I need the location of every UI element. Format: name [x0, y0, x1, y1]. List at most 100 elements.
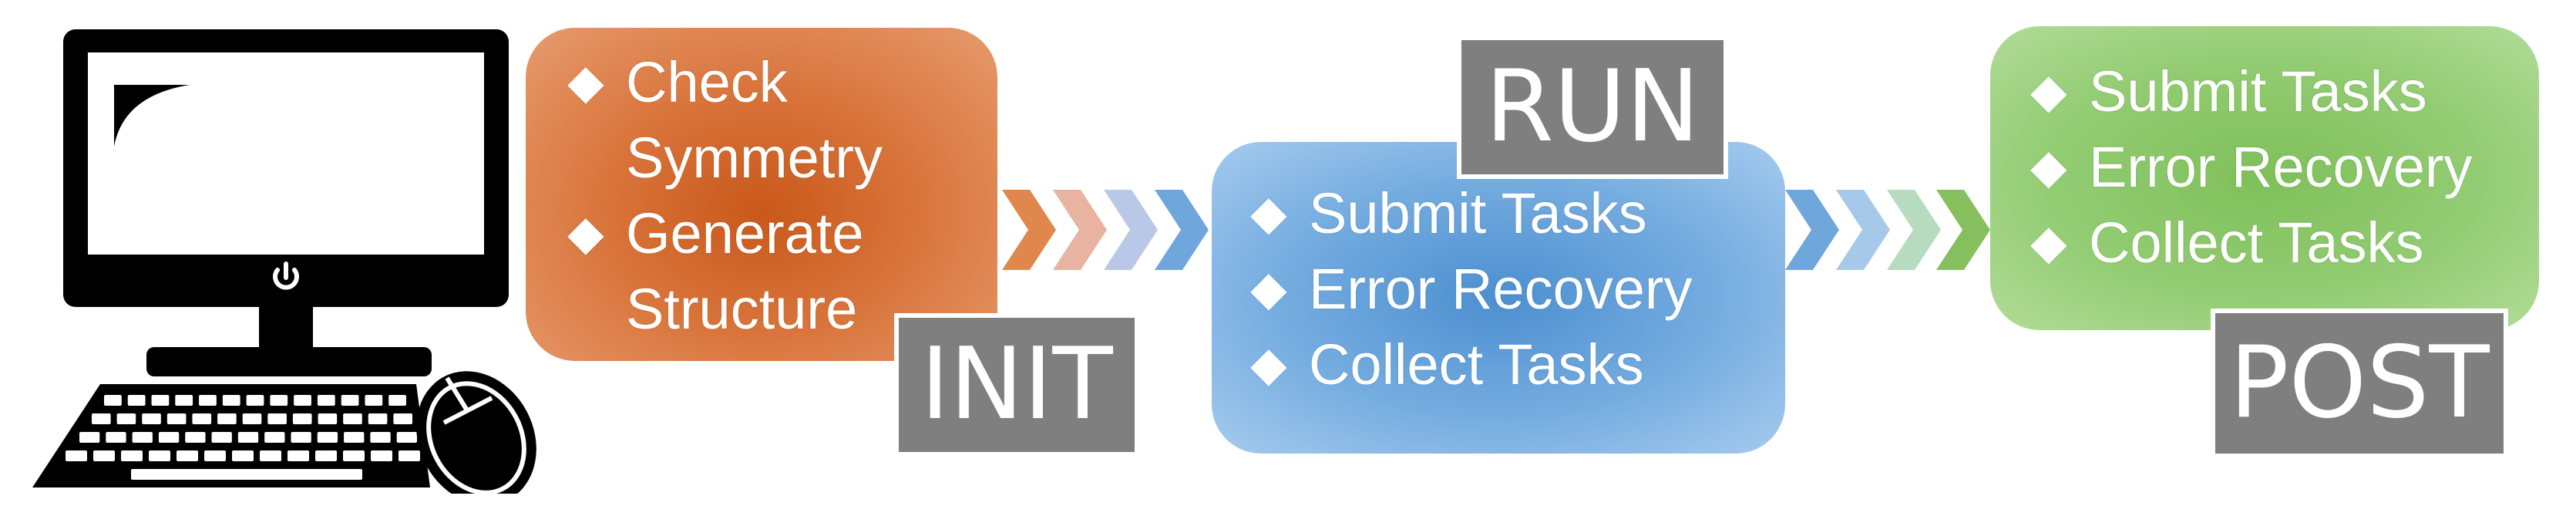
monitor-icon — [63, 29, 509, 376]
keyboard-key — [106, 432, 126, 443]
keyboard-key — [288, 450, 309, 461]
keyboard-key — [368, 413, 388, 424]
keyboard-key — [341, 395, 359, 406]
keyboard-key — [317, 395, 335, 406]
keyboard-key — [393, 413, 412, 424]
keyboard-key — [388, 395, 406, 406]
chevron-arrow-icon — [1785, 190, 1839, 270]
init-item: ◆ Check Symmetry — [567, 45, 999, 196]
keyboard-key — [317, 432, 338, 443]
post-item: ◆ Collect Tasks — [2030, 205, 2539, 281]
init-item: ◆ Generate Structure — [567, 196, 999, 347]
keyboard-key — [66, 450, 87, 461]
keyboard-key — [246, 395, 264, 406]
keyboard-key — [177, 450, 198, 461]
keyboard-key — [315, 450, 337, 461]
keyboard-key — [166, 413, 187, 424]
power-icon — [273, 261, 299, 290]
keyboard-key — [199, 395, 217, 406]
keyboard-key — [291, 432, 311, 443]
init-item-list: ◆ Check Symmetry ◆ Generate Structure — [567, 45, 999, 347]
computer-icon — [32, 29, 536, 494]
keyboard-key — [192, 413, 212, 424]
init-item-line: Check — [626, 50, 788, 114]
run-item-list: ◆ Submit Tasks ◆ Error Recovery ◆ Collec… — [1250, 176, 1782, 403]
run-item: ◆ Collect Tasks — [1250, 327, 1782, 403]
diamond-bullet-icon: ◆ — [1250, 338, 1287, 391]
keyboard-key — [79, 432, 100, 443]
keyboard-icon — [32, 384, 430, 487]
run-item: ◆ Error Recovery — [1250, 251, 1782, 327]
init-item-line: Generate — [626, 201, 864, 265]
keyboard-key — [158, 432, 180, 443]
stage-init-box: ◆ Check Symmetry ◆ Generate Structure — [526, 28, 997, 361]
run-item: ◆ Submit Tasks — [1250, 176, 1782, 251]
chevron-arrow-icon — [1936, 190, 1990, 270]
keyboard-key — [343, 413, 362, 424]
chevron-arrow-icon — [1155, 190, 1209, 270]
diamond-bullet-icon: ◆ — [2030, 216, 2067, 269]
keyboard-key — [217, 413, 237, 424]
run-item-text: Collect Tasks — [1309, 332, 1644, 396]
keyboard-key — [92, 413, 111, 424]
keyboard-key — [270, 395, 288, 406]
keyboard-key — [237, 432, 259, 443]
keyboard-key — [260, 450, 281, 461]
keyboard-key — [292, 413, 312, 424]
stage-label-post: POST — [2211, 309, 2508, 458]
chevron-arrow-icon — [1887, 190, 1941, 270]
keyboard-key — [185, 432, 206, 443]
chevron-arrow-icon — [1002, 190, 1209, 270]
stage-label-init: INIT — [894, 313, 1139, 457]
keyboard-key — [142, 413, 161, 424]
keyboard-key — [127, 395, 146, 406]
chevron-arrow-icon — [1836, 190, 1890, 270]
post-item: ◆ Error Recovery — [2030, 130, 2539, 205]
keyboard-key — [211, 432, 232, 443]
chevron-arrow-icon — [1053, 190, 1107, 270]
keyboard-key — [399, 450, 420, 461]
diamond-bullet-icon: ◆ — [1250, 262, 1287, 315]
diamond-bullet-icon: ◆ — [567, 56, 604, 109]
keyboard-key — [121, 450, 143, 461]
init-item-line: Structure — [626, 277, 858, 341]
keyboard-key — [204, 450, 226, 461]
keyboard-key — [267, 413, 287, 424]
keyboard-key — [151, 395, 170, 406]
keyboard-spacebar — [131, 469, 362, 480]
diamond-bullet-icon: ◆ — [2030, 140, 2067, 194]
keyboard-key — [132, 432, 153, 443]
stage-post-box: ◆ Submit Tasks ◆ Error Recovery ◆ Collec… — [1990, 26, 2539, 330]
post-item-text: Submit Tasks — [2089, 59, 2427, 123]
keyboard-key — [343, 450, 365, 461]
keyboard-key — [294, 395, 311, 406]
post-item: ◆ Submit Tasks — [2030, 54, 2539, 130]
keyboard-key — [104, 395, 122, 406]
keyboard-key — [344, 432, 365, 443]
keyboard-key — [371, 450, 392, 461]
post-item-text: Collect Tasks — [2089, 211, 2424, 275]
diamond-bullet-icon: ◆ — [1250, 187, 1287, 240]
keyboard-key — [149, 450, 170, 461]
init-item-line: Symmetry — [626, 126, 883, 190]
chevron-arrow-icon — [1785, 190, 1990, 270]
keyboard-key — [370, 432, 391, 443]
run-item-text: Submit Tasks — [1309, 181, 1647, 245]
keyboard-key — [318, 413, 338, 424]
post-item-text: Error Recovery — [2089, 135, 2473, 199]
keyboard-key — [242, 413, 262, 424]
post-item-list: ◆ Submit Tasks ◆ Error Recovery ◆ Collec… — [2030, 54, 2539, 281]
chevron-arrow-icon — [1002, 190, 1056, 270]
keyboard-key — [264, 432, 285, 443]
diamond-bullet-icon: ◆ — [567, 207, 604, 260]
mouse-icon — [416, 371, 536, 494]
keyboard-key — [396, 432, 417, 443]
keyboard-key — [365, 395, 383, 406]
keyboard-key — [116, 413, 136, 424]
stage-run-box: ◆ Submit Tasks ◆ Error Recovery ◆ Collec… — [1212, 142, 1785, 454]
stage-label-run: RUN — [1457, 35, 1728, 179]
diamond-bullet-icon: ◆ — [2030, 65, 2067, 118]
keyboard-key — [93, 450, 115, 461]
keyboard-key — [175, 395, 193, 406]
keyboard-key — [222, 395, 240, 406]
